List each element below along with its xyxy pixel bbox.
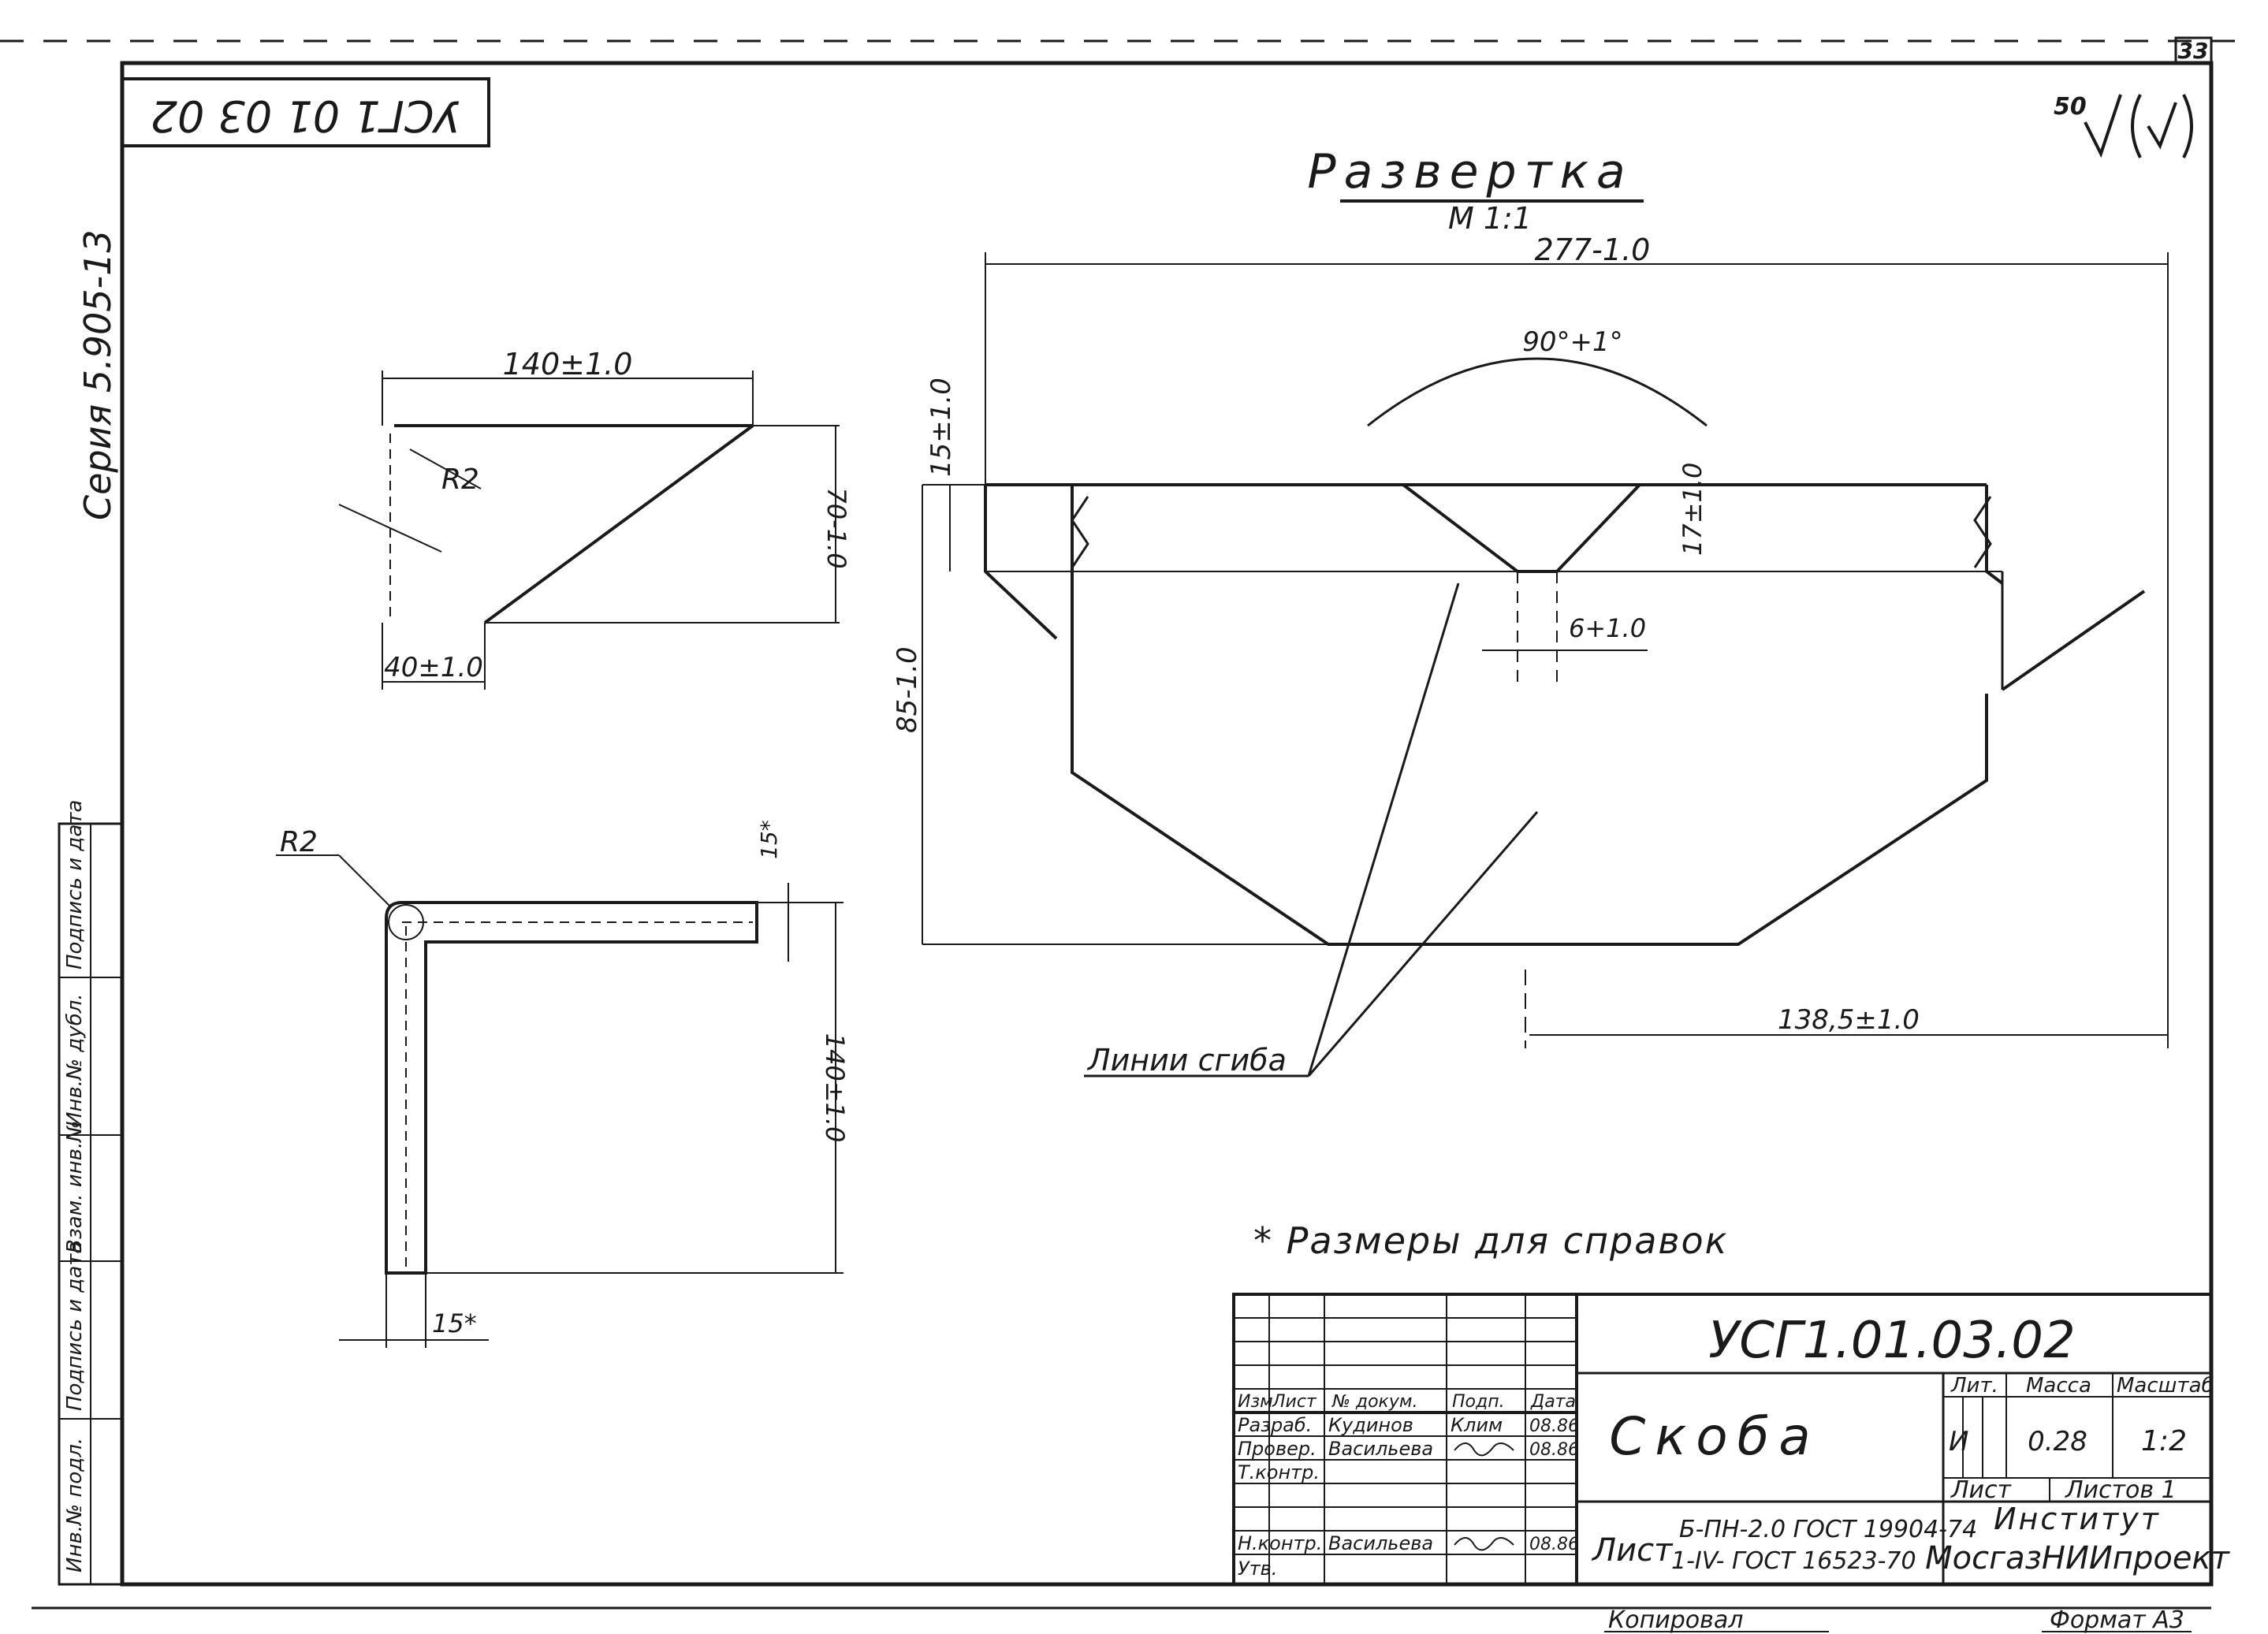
dim-90: 90°+1°	[1522, 326, 1622, 358]
row1-date: 08.86	[1529, 1416, 1579, 1436]
reference-note: * Размеры для справок	[1253, 1219, 1728, 1262]
part-name: Скоба	[1609, 1406, 1819, 1467]
row3-role: Т.контр.	[1238, 1461, 1320, 1483]
top-code-rotated: УСГ1 01 03 02	[151, 91, 460, 140]
designation: УСГ1.01.03.02	[1708, 1312, 2075, 1370]
mass-value: 0.28	[2028, 1426, 2087, 1457]
row1-role: Разраб.	[1238, 1414, 1312, 1436]
row4-date: 08.86	[1529, 1535, 1579, 1554]
row2-role: Провер.	[1238, 1438, 1316, 1460]
row1-name: Кудинов	[1328, 1414, 1413, 1436]
roughness-symbol	[2084, 94, 2193, 158]
lit-label: Лит.	[1950, 1374, 1998, 1398]
bend-label: Линии сгиба	[1086, 1043, 1287, 1078]
dim-277: 277-1.0	[1535, 233, 1651, 267]
strip-label-2: Подпись и дата	[63, 1241, 87, 1411]
sheet-number: 33	[2178, 38, 2209, 64]
dim-85: 85-1.0	[892, 646, 923, 733]
dim-15a: 15±1.0	[925, 378, 957, 477]
hdr-date: Дата	[1530, 1392, 1576, 1412]
scale-value: 1:2	[2141, 1425, 2187, 1457]
top-view	[338, 370, 840, 690]
hdr-izm: Изм	[1238, 1392, 1273, 1412]
row4-role: Н.контр.	[1238, 1532, 1322, 1554]
dim-277-lines	[985, 252, 2169, 1048]
material-prefix: Лист	[1591, 1532, 1674, 1569]
dim-90-arc	[1367, 357, 1708, 427]
development-scale: М 1:1	[1448, 201, 1532, 236]
dim-140a: 140±1.0	[503, 347, 633, 382]
dim-15b: 15*	[756, 820, 782, 859]
left-stamp-strip	[58, 822, 124, 1586]
sheet-label: Лист	[1950, 1476, 2013, 1504]
dim-17: 17±1.0	[1678, 463, 1708, 556]
dim-85-lines	[922, 484, 1328, 945]
dim-r2a: R2	[441, 463, 479, 496]
dim-140b: 140±1.0	[820, 1033, 850, 1143]
dim-70: 70-1.0	[821, 487, 851, 568]
roughness-value: 50	[2054, 93, 2087, 121]
top-code-box	[121, 77, 490, 147]
lit-value: И	[1949, 1426, 1968, 1457]
row5-role: Утв.	[1238, 1558, 1277, 1580]
signature-mark-2	[1454, 1537, 1514, 1551]
dim-1385: 138,5±1.0	[1778, 1004, 1920, 1036]
row1-sign: Клим	[1451, 1414, 1503, 1436]
signature-mark-1	[1454, 1442, 1514, 1457]
dim-6: 6+1.0	[1569, 613, 1646, 643]
strip-label-3: Взам. инв.№	[63, 1121, 87, 1253]
format-label: Формат А3	[2050, 1606, 2184, 1634]
development-view	[984, 483, 2146, 1048]
dim-15c: 15*	[432, 1308, 477, 1338]
material-line2: 1-IV- ГОСТ 16523-70	[1671, 1547, 1916, 1575]
strip-label-1: Инв.№ подл.	[63, 1438, 87, 1573]
row2-name: Васильева	[1328, 1438, 1433, 1460]
dim-40: 40±1.0	[384, 652, 483, 683]
row2-date: 08.86	[1529, 1440, 1579, 1460]
bend-leaders	[1084, 583, 1539, 1078]
hdr-sign: Подп.	[1452, 1392, 1505, 1412]
hdr-doc: № докум.	[1331, 1392, 1417, 1412]
strip-label-4: Инв.№ дубл.	[63, 993, 87, 1127]
dim-r2b: R2	[280, 826, 318, 858]
material-line1: Б-ПН-2.0 ГОСТ 19904-74	[1679, 1516, 1977, 1543]
mass-label: Масса	[2026, 1374, 2091, 1398]
org-line1: Институт	[1994, 1502, 2161, 1536]
copied-label: Копировал	[1608, 1606, 1743, 1634]
scale-label: Масштаб	[2117, 1374, 2214, 1398]
sheets-label: Листов 1	[2065, 1476, 2177, 1504]
hdr-list: Лист	[1272, 1392, 1317, 1412]
row4-name: Васильева	[1328, 1532, 1433, 1554]
front-view	[276, 854, 844, 1348]
title-block	[1232, 1293, 2213, 1586]
org-line2: МосгазНИИпроект	[1925, 1540, 2230, 1576]
series-label: Серия 5.905-13	[76, 229, 119, 520]
strip-label-5: Подпись и дата	[63, 800, 87, 970]
development-title: Развертка	[1307, 144, 1633, 199]
